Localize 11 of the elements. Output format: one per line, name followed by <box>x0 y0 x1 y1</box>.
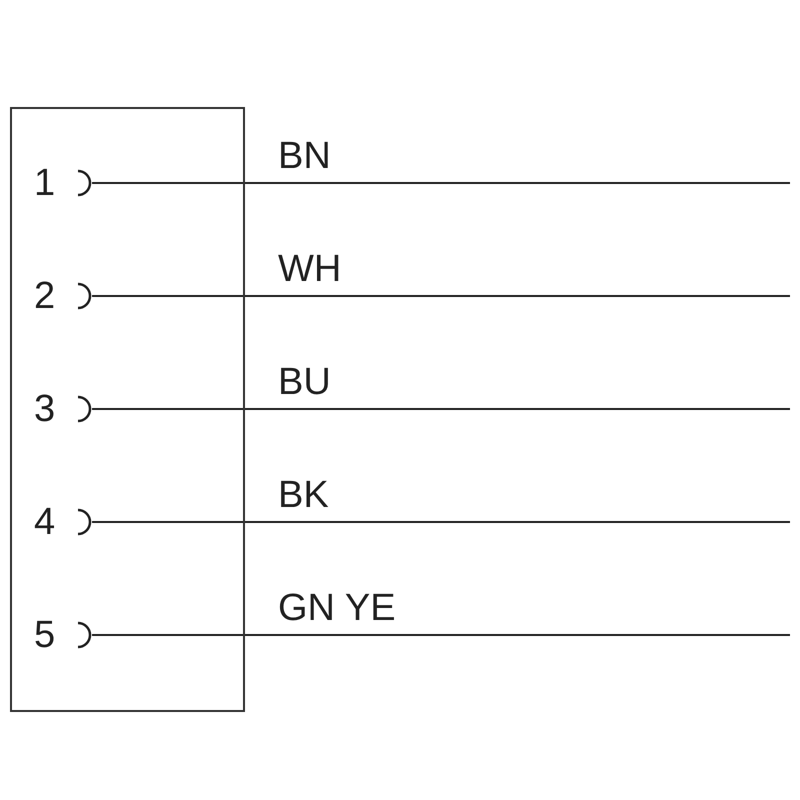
wire-line <box>92 521 790 523</box>
wire-line <box>92 182 790 184</box>
pin-number: 3 <box>34 390 56 428</box>
pin-number: 1 <box>34 164 56 202</box>
wire-line <box>92 634 790 636</box>
connector-housing <box>10 107 245 712</box>
pin-number: 5 <box>34 616 56 654</box>
pin-number: 2 <box>34 277 56 315</box>
wire-line <box>92 408 790 410</box>
wire-line <box>92 295 790 297</box>
pin-number: 4 <box>34 503 56 541</box>
